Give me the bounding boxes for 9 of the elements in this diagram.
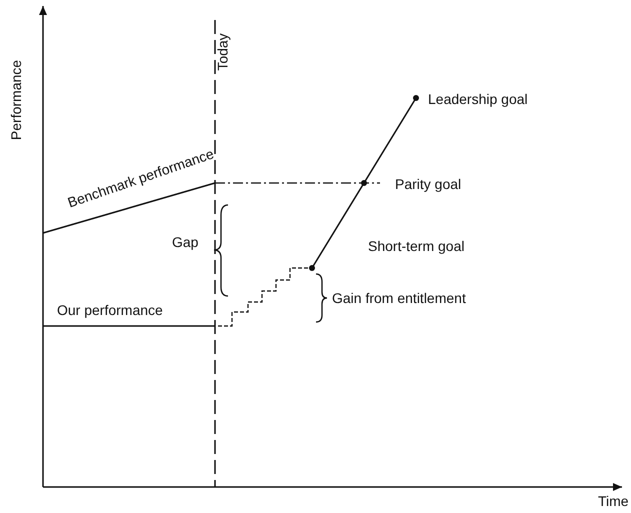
brace-label: Gap	[172, 234, 198, 250]
point-label: Parity goal	[395, 176, 462, 192]
line-label: Our performance	[57, 302, 163, 318]
brace-label: Gain from entitlement	[332, 290, 466, 306]
axis-label: Time	[598, 493, 629, 509]
point-label: Leadership goal	[428, 91, 528, 107]
axis-label: Performance	[8, 60, 24, 140]
marker-label: Today	[214, 33, 230, 71]
line-label: Short-term goal	[368, 238, 464, 254]
